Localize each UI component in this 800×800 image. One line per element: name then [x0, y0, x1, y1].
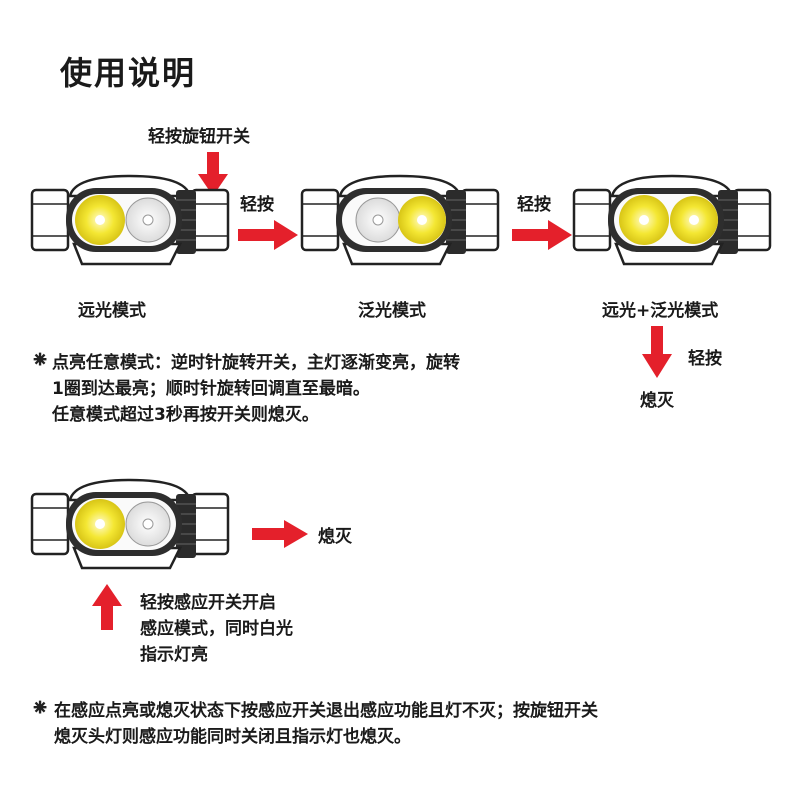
- note-1: 点亮任意模式：逆时针旋转开关，主灯逐渐变亮，旋转 1圈到达最亮；顺时针旋转回调直…: [52, 350, 460, 428]
- right-arrow-icon: [252, 520, 308, 548]
- note-1-line3: 任意模式超过3秒再按开关则熄灭。: [52, 405, 319, 425]
- note-1-line2: 1圈到达最亮；顺时针旋转回调直至最暗。: [52, 379, 370, 399]
- sensor-line3: 指示灯亮: [140, 645, 208, 665]
- off-label-1: 熄灭: [640, 391, 674, 411]
- press-label-1: 轻按: [240, 195, 274, 215]
- right-arrow-icon: [238, 220, 298, 250]
- headlamp-both-mode: [572, 168, 772, 268]
- sensor-instructions: 轻按感应开关开启 感应模式，同时白光 指示灯亮: [140, 590, 293, 668]
- press-label-2: 轻按: [517, 195, 551, 215]
- press-knob-label: 轻按旋钮开关: [148, 127, 250, 147]
- off-label-2: 熄灭: [318, 527, 352, 547]
- sensor-line2: 感应模式，同时白光: [140, 619, 293, 639]
- headlamp-flood-mode: [300, 168, 500, 268]
- mode-flood-label: 泛光模式: [358, 301, 426, 321]
- down-arrow-icon: [198, 152, 228, 196]
- headlamp-sensor: [30, 472, 230, 572]
- note-2: 在感应点亮或熄灭状态下按感应开关退出感应功能且灯不灭；按旋钮开关 熄灭头灯则感应…: [54, 698, 598, 750]
- note-2-line1: 在感应点亮或熄灭状态下按感应开关退出感应功能且灯不灭；按旋钮开关: [54, 701, 598, 721]
- down-arrow-icon: [642, 326, 672, 378]
- note-1-line1: 点亮任意模式：逆时针旋转开关，主灯逐渐变亮，旋转: [52, 353, 460, 373]
- right-arrow-icon: [512, 220, 572, 250]
- mode-both-label: 远光+泛光模式: [602, 301, 719, 321]
- sensor-line1: 轻按感应开关开启: [140, 593, 276, 613]
- note-marker-icon: ⁕: [30, 346, 51, 374]
- press-label-3: 轻按: [688, 349, 722, 369]
- note-marker-icon: ⁕: [30, 694, 51, 722]
- page-title: 使用说明: [60, 54, 197, 92]
- headlamp-far-mode: [30, 168, 230, 268]
- note-2-line2: 熄灭头灯则感应功能同时关闭且指示灯也熄灭。: [54, 727, 411, 747]
- mode-far-label: 远光模式: [78, 301, 146, 321]
- up-arrow-icon: [92, 584, 122, 630]
